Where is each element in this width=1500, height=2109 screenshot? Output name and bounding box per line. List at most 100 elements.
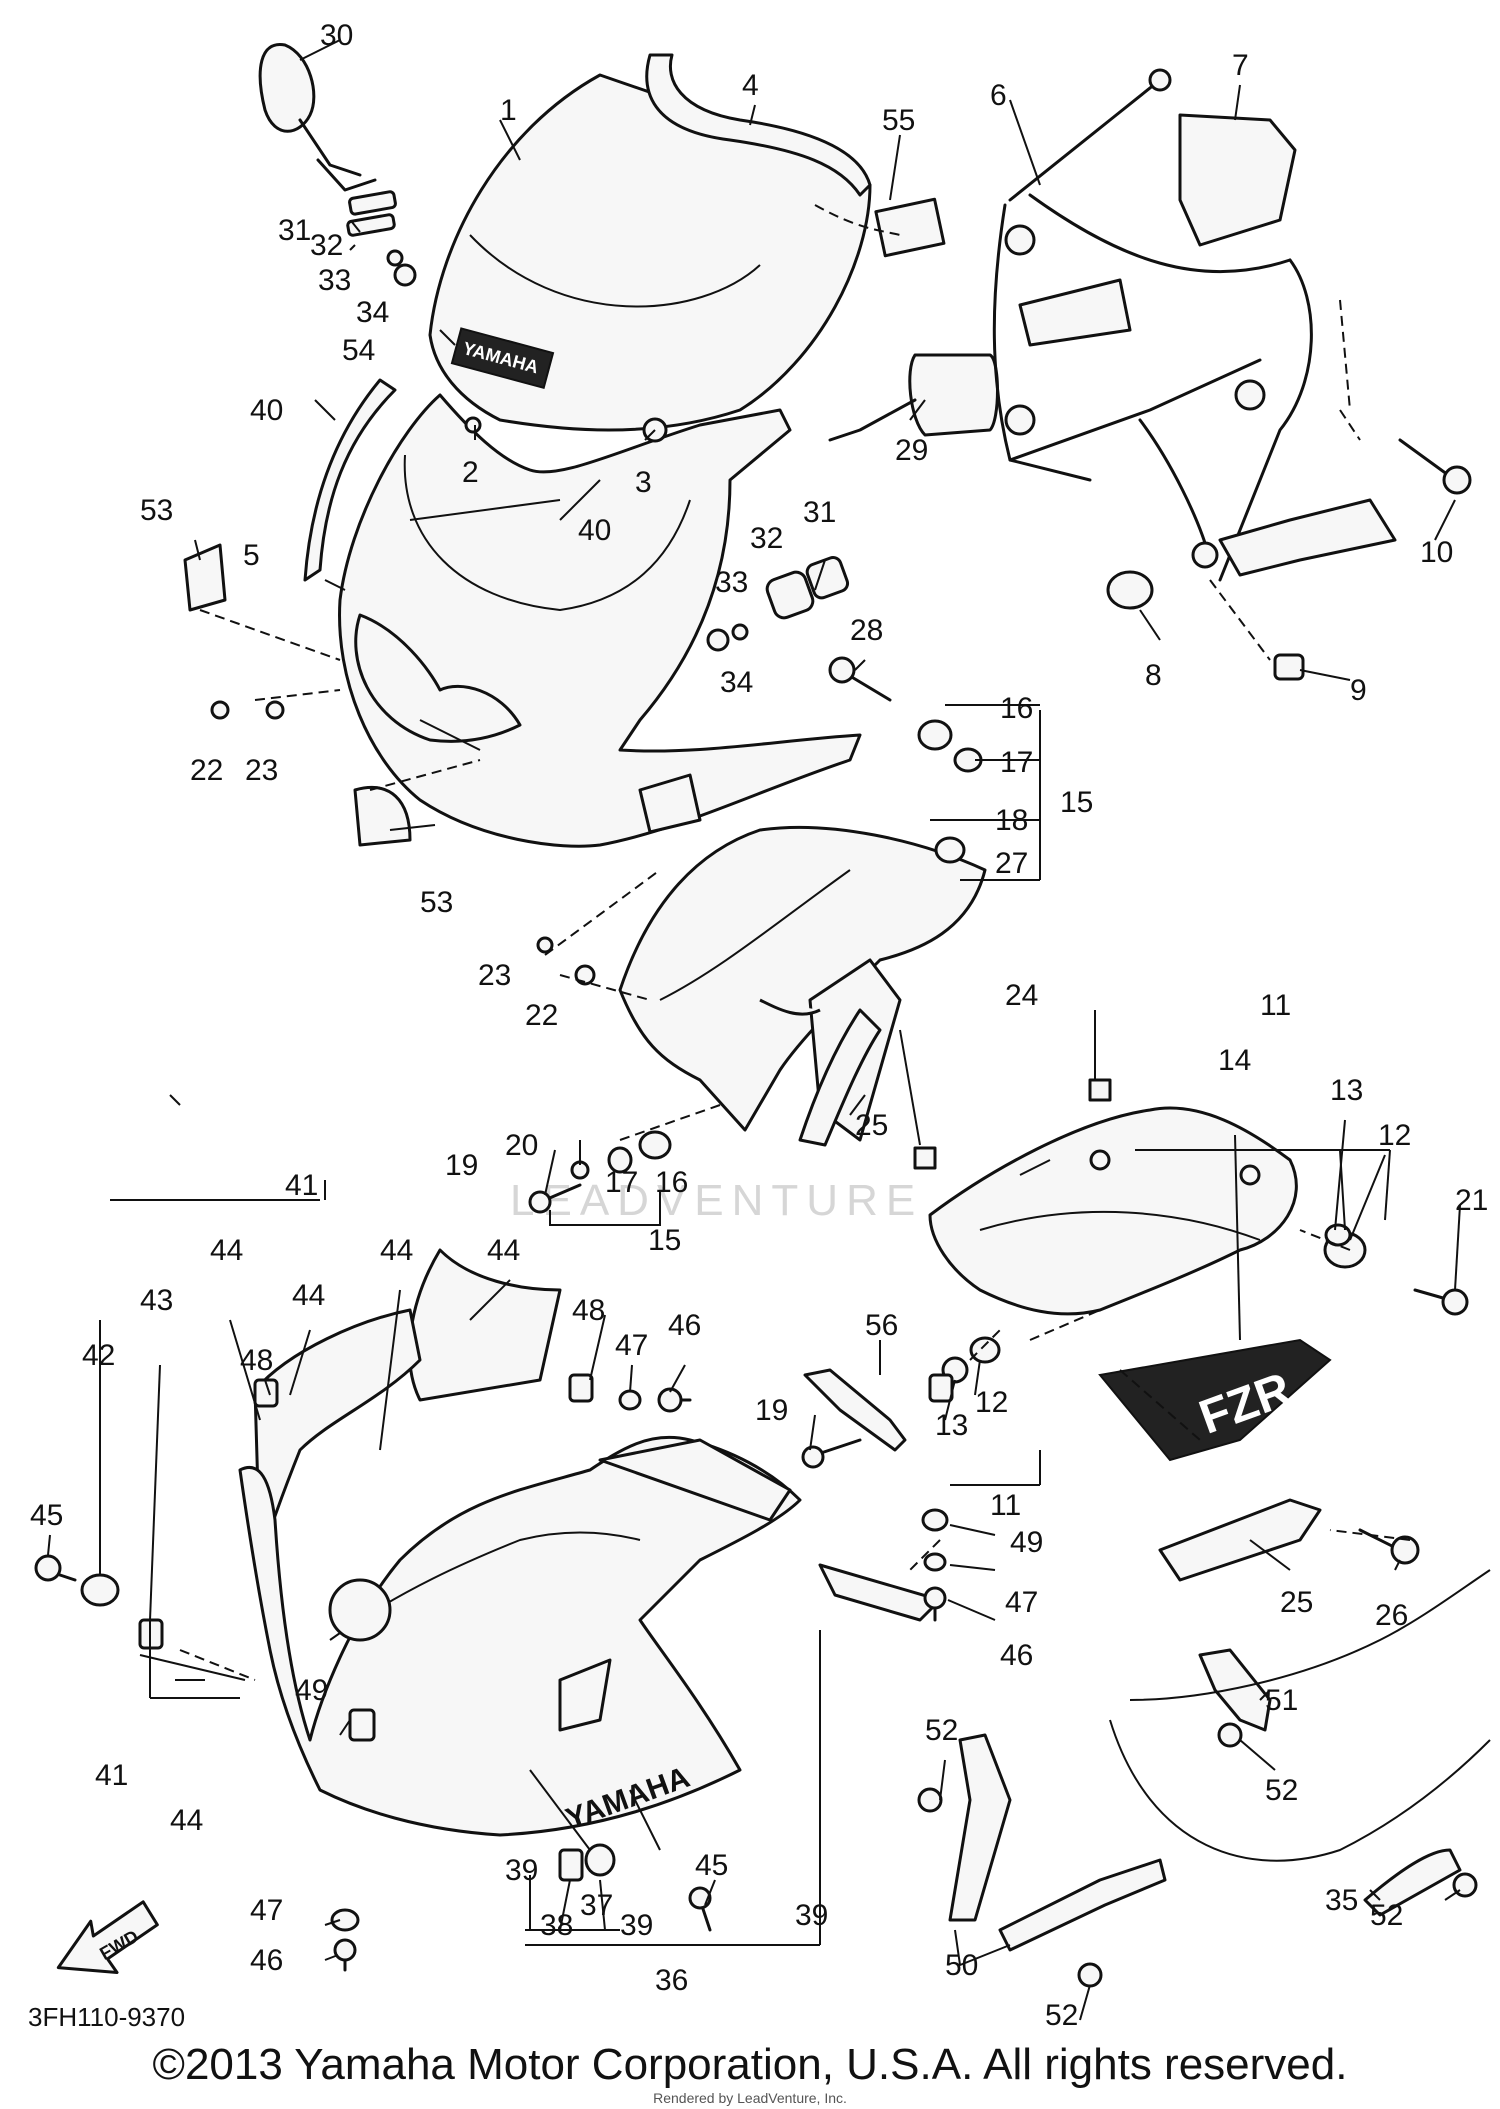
cover-lower-drawing [353, 785, 412, 847]
callout-31-left: 31 [278, 214, 311, 247]
callout-6: 6 [990, 79, 1007, 112]
callout-55: 55 [882, 104, 915, 137]
callout-19-lower: 19 [755, 1394, 788, 1427]
label-plate-drawing [874, 197, 946, 258]
lower-cowling-drawing: YAMAHA [238, 1248, 942, 1837]
callout-44-c: 44 [487, 1234, 520, 1267]
callout-24: 24 [1005, 979, 1038, 1012]
callout-13-lower: 13 [935, 1409, 968, 1442]
callout-5: 5 [243, 539, 260, 572]
callout-15-upper: 15 [1060, 786, 1093, 819]
connection-lines [179, 204, 1411, 1681]
callout-40-center: 40 [578, 514, 611, 547]
callout-4: 4 [742, 69, 759, 102]
callout-34-right: 34 [720, 666, 753, 699]
bracket-lower-25-drawing [1158, 1498, 1322, 1582]
callout-51: 51 [1265, 1684, 1298, 1717]
callout-32-right: 32 [750, 522, 783, 555]
cowling-stay-drawing [992, 68, 1397, 582]
callout-25-upper: 25 [855, 1109, 888, 1142]
callout-33-left: 33 [318, 264, 351, 297]
callout-47-lower: 47 [250, 1894, 283, 1927]
side-cowling-right-drawing [928, 1106, 1298, 1316]
callout-32-left: 32 [310, 229, 343, 262]
callout-47-middle: 47 [1005, 1586, 1038, 1619]
callout-17-lower: 17 [605, 1166, 638, 1199]
callout-53-upper: 53 [140, 494, 173, 527]
callout-9: 9 [1350, 674, 1367, 707]
callout-31-right: 31 [803, 496, 836, 529]
callout-26: 26 [1375, 1599, 1408, 1632]
callout-25-lower: 25 [1280, 1586, 1313, 1619]
callout-39-b: 39 [620, 1909, 653, 1942]
part-callouts: 30 1 4 55 6 7 31 32 33 34 54 40 2 3 53 5… [30, 19, 1488, 2032]
callout-44-e: 44 [170, 1804, 203, 1837]
rendered-by-notice: Rendered by LeadVenture, Inc. [653, 2090, 847, 2106]
callout-10: 10 [1420, 536, 1453, 569]
callout-2: 2 [462, 456, 479, 489]
diagram-code: 3FH110-9370 [28, 2002, 186, 2032]
stay-fasteners-drawing [1106, 438, 1472, 681]
cover-upper-drawing [183, 543, 227, 612]
callout-45-left: 45 [30, 1499, 63, 1532]
mirror-left-drawing [258, 43, 417, 287]
mirror-right-drawing [765, 353, 999, 620]
lower-fasteners-drawing [34, 1373, 954, 1972]
bracket-56-drawing [801, 1368, 907, 1469]
callout-41-upper: 41 [285, 1169, 318, 1202]
windscreen-drawing [428, 73, 872, 432]
callout-17-upper: 17 [1000, 746, 1033, 779]
callout-20: 20 [505, 1129, 538, 1162]
callout-34-left: 34 [356, 296, 389, 329]
callout-22-upper: 22 [190, 754, 223, 787]
callout-33-right: 33 [715, 566, 748, 599]
callout-14: 14 [1218, 1044, 1251, 1077]
callout-50: 50 [945, 1949, 978, 1982]
forward-arrow-icon: FWD [56, 1900, 159, 1974]
callout-21: 21 [1455, 1184, 1488, 1217]
callout-7: 7 [1232, 49, 1249, 82]
callout-30: 30 [320, 19, 353, 52]
callout-40-left: 40 [250, 394, 283, 427]
callout-28: 28 [850, 614, 883, 647]
callout-22-middle: 22 [525, 999, 558, 1032]
callout-27: 27 [995, 847, 1028, 880]
callout-12-lower: 12 [975, 1386, 1008, 1419]
upper-cowling-drawing [338, 393, 862, 848]
callout-39-a: 39 [505, 1854, 538, 1887]
inner-panel-drawing [618, 825, 987, 1142]
callout-46-middle: 46 [1000, 1639, 1033, 1672]
callout-12-upper: 12 [1378, 1119, 1411, 1152]
callout-44-d: 44 [292, 1279, 325, 1312]
callout-45-bottom: 45 [695, 1849, 728, 1882]
callout-36: 36 [655, 1964, 688, 1997]
relay-box-drawing [1178, 113, 1297, 247]
callout-19-upper: 19 [445, 1149, 478, 1182]
callout-3: 3 [635, 466, 652, 499]
callout-52-lower: 52 [1045, 1999, 1078, 2032]
callout-29: 29 [895, 434, 928, 467]
callout-52-upper: 52 [925, 1714, 958, 1747]
callout-41-lower: 41 [95, 1759, 128, 1792]
callout-18: 18 [995, 804, 1028, 837]
windscreen-trim-drawing [645, 53, 872, 197]
callout-23-upper: 23 [245, 754, 278, 787]
callout-15-lower: 15 [648, 1224, 681, 1257]
callout-47-upper: 47 [615, 1329, 648, 1362]
bracket-upper-25-drawing [798, 1008, 882, 1147]
lower-brackets-drawing [917, 1569, 1491, 1988]
callout-48-right: 48 [572, 1294, 605, 1327]
callout-11-upper: 11 [1260, 989, 1291, 1022]
callout-11-lower: 11 [990, 1489, 1021, 1522]
callout-38: 38 [540, 1909, 573, 1942]
callout-43: 43 [140, 1284, 173, 1317]
callout-39-c: 39 [795, 1899, 828, 1932]
callout-16-upper: 16 [1000, 692, 1033, 725]
watermark-text: LEADVENTURE [510, 1176, 923, 1225]
callout-13-upper: 13 [1330, 1074, 1363, 1107]
callout-56: 56 [865, 1309, 898, 1342]
callout-52-middle: 52 [1265, 1774, 1298, 1807]
callout-37: 37 [580, 1889, 613, 1922]
inner-panel-fasteners-drawing [528, 719, 983, 1214]
